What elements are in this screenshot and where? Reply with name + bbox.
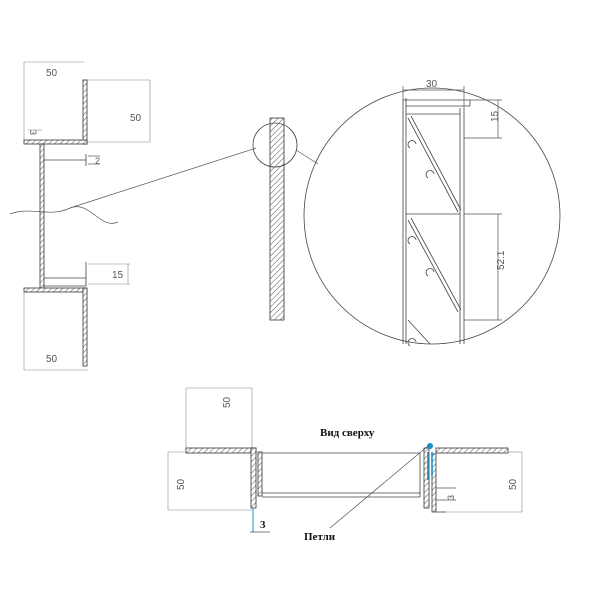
top-view: 50 50 50 bbox=[167, 387, 523, 543]
detail-leader bbox=[69, 147, 257, 209]
top-dim-right: 50 bbox=[508, 478, 519, 490]
lower-flange bbox=[23, 287, 88, 293]
slat-column bbox=[269, 117, 285, 321]
left-dim-flange: 3 bbox=[28, 130, 38, 135]
left-dim-bottom-height: 50 bbox=[46, 354, 58, 365]
left-section-view: 50 50 3 2 15 bbox=[9, 61, 257, 371]
detail-slat-2 bbox=[407, 217, 462, 313]
left-dim-lower: 15 bbox=[112, 270, 124, 281]
hinge-pin-icon bbox=[427, 443, 433, 449]
top-dim-wall: 3 bbox=[260, 519, 266, 531]
top-view-title: Вид сверху bbox=[320, 427, 375, 439]
left-dim-top-height: 50 bbox=[130, 113, 142, 124]
hinges-leader bbox=[329, 445, 429, 529]
hinge-highlight bbox=[427, 443, 433, 480]
middle-slat-strip bbox=[252, 117, 319, 321]
top-left-inner bbox=[257, 451, 263, 497]
detail-circle-marker bbox=[252, 122, 298, 168]
hinges-label: Петли bbox=[304, 531, 336, 543]
top-dim-top: 50 bbox=[222, 396, 233, 408]
left-dim-gap: 2 bbox=[95, 156, 100, 166]
top-right-dim-frame bbox=[446, 451, 523, 513]
left-dim-frame-bottom bbox=[23, 292, 88, 371]
lower-wall bbox=[82, 287, 88, 367]
break-line bbox=[9, 206, 119, 224]
top-dim-small: 3 bbox=[446, 495, 456, 500]
frame-body bbox=[39, 143, 87, 291]
detail-leader-right bbox=[295, 149, 319, 165]
top-left-wall bbox=[250, 447, 257, 509]
upper-wall bbox=[82, 79, 88, 145]
top-left-dim-frame bbox=[167, 451, 252, 511]
top-dim-left: 50 bbox=[176, 478, 187, 490]
left-dim-frame-top bbox=[23, 61, 151, 143]
top-right-wall bbox=[423, 447, 430, 509]
left-dim-lower-frame bbox=[88, 263, 130, 285]
detail-slat-1 bbox=[407, 115, 462, 213]
detail-circle bbox=[303, 87, 561, 345]
left-dim-top-width: 50 bbox=[46, 68, 58, 79]
detail-dim-width: 30 bbox=[426, 79, 438, 90]
top-right-inner bbox=[431, 453, 437, 513]
detail-dim-upper: 15 bbox=[490, 110, 501, 122]
top-dim-frame bbox=[185, 387, 253, 448]
detail-view: 30 15 52.1 bbox=[303, 79, 561, 347]
detail-slat-3 bbox=[407, 319, 431, 347]
top-right-flange bbox=[435, 447, 509, 454]
detail-dim-pitch: 52.1 bbox=[496, 250, 507, 270]
top-left-flange bbox=[185, 447, 257, 454]
upper-flange bbox=[23, 139, 88, 145]
